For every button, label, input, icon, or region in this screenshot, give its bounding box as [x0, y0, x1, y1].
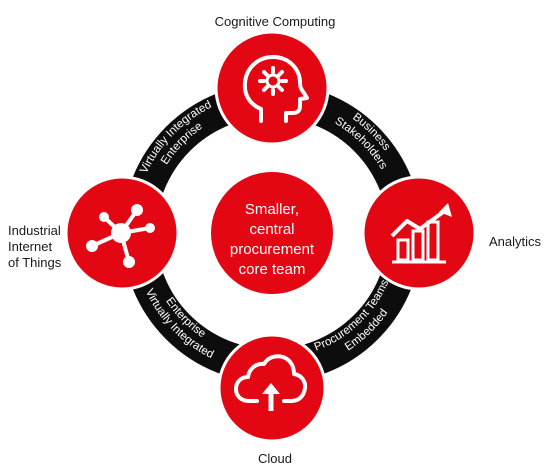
- label-cloud: Cloud: [258, 451, 292, 466]
- center-text-line-3: procurement: [230, 241, 315, 258]
- label-cognitive-computing: Cognitive Computing: [214, 14, 336, 29]
- center-text-line-4: core team: [239, 261, 306, 278]
- cloud-upload-icon: [234, 354, 308, 411]
- label-industrial-iot-line-3: of Things: [8, 255, 62, 270]
- center-text-line-1: Smaller,: [245, 201, 299, 218]
- head-gear-icon: [242, 55, 309, 123]
- center-text-line-2: central: [249, 221, 294, 238]
- label-industrial-iot-line-1: Industrial: [8, 223, 61, 238]
- node-right-circle: [361, 175, 477, 291]
- label-industrial-iot: Industrial Internet of Things: [8, 223, 80, 271]
- bar-chart-trend-icon: [390, 203, 452, 264]
- node-top: [214, 30, 330, 146]
- center-node: Smaller, central procurement core team: [211, 172, 333, 294]
- label-analytics: Analytics: [489, 234, 542, 249]
- ring-label-upper-right: Business Stakeholders: [333, 111, 393, 172]
- ring-label-lower-right: Embedded Procurement Teams: [313, 278, 392, 354]
- network-hub-icon: [86, 204, 155, 268]
- label-industrial-iot-line-2: Internet: [8, 239, 53, 254]
- node-bottom: [217, 333, 327, 443]
- node-right: [361, 175, 477, 291]
- node-left: [64, 175, 180, 291]
- center-circle: [211, 172, 333, 294]
